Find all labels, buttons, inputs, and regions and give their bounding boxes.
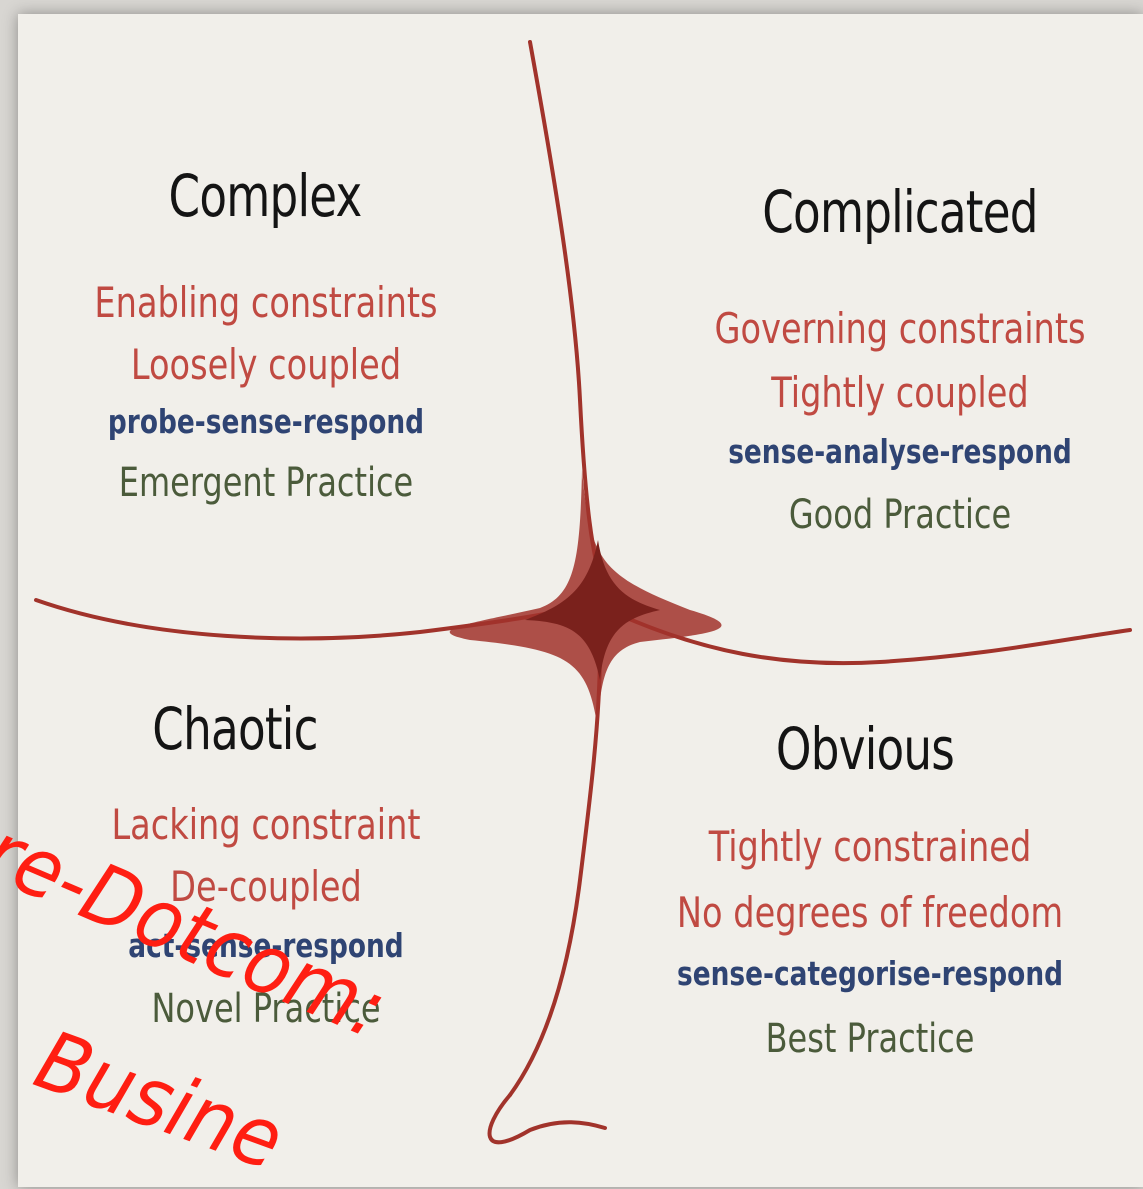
complex-constraints: Enabling constraints [94,278,438,327]
chaotic-title: Chaotic [152,695,318,763]
complicated-coupling: Tightly coupled [771,368,1029,417]
obvious-practice: Best Practice [765,1016,975,1062]
chaotic-coupling: De-coupled [170,862,362,911]
complicated-title: Complicated [762,178,1038,246]
boundary-bottom [508,648,602,1097]
obvious-constraints: Tightly constrained [708,822,1032,871]
obvious-title: Obvious [775,715,955,783]
obvious-coupling: No degrees of freedom [676,888,1064,937]
chaotic-method: act-sense-respond [128,926,404,965]
complicated-practice: Good Practice [788,492,1012,538]
center-core [525,540,660,680]
chaotic-constraints: Lacking constraint [111,800,421,849]
complicated-constraints: Governing constraints [714,304,1086,353]
chaotic-practice: Novel Practice [151,986,381,1032]
complex-method: probe-sense-respond [107,402,425,441]
boundary-right [618,613,1132,666]
complex-title: Complex [168,162,363,230]
cliff-hook [487,1093,607,1145]
complex-practice: Emergent Practice [118,460,414,506]
boundary-top [528,40,607,594]
obvious-method: sense-categorise-respond [676,954,1064,993]
complicated-method: sense-analyse-respond [728,432,1072,471]
complex-coupling: Loosely coupled [130,340,402,389]
